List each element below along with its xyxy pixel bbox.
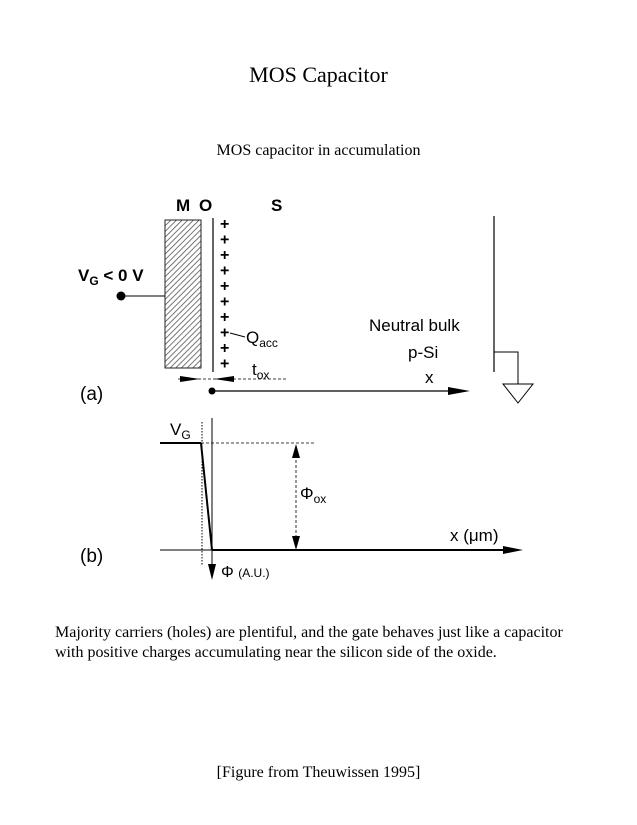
label-oxide: O (199, 196, 212, 215)
panel-b: VG Φox x (μm) (b) Φ (A.U.) (80, 418, 523, 581)
phi-axis-label: Φ (A.U.) (221, 564, 270, 581)
thickness-arrow-left (214, 376, 234, 382)
positive-charge: + (220, 232, 229, 249)
label-semiconductor: S (271, 196, 282, 215)
potential-axis-arrow (208, 564, 216, 580)
panel-b-label: (b) (80, 546, 103, 567)
x-axis-arrow-b (503, 546, 523, 554)
positive-charge: + (220, 325, 229, 342)
page-title: MOS Capacitor (249, 62, 388, 87)
panel-a-label: (a) (80, 384, 103, 405)
positive-charge: + (220, 278, 229, 295)
x-um-label: x (μm) (450, 526, 499, 545)
metal-gate (164, 219, 202, 369)
x-axis-label: x (425, 368, 434, 387)
positive-charge: + (220, 309, 229, 326)
positive-charge: + (220, 340, 229, 357)
oxide-potential-drop (200, 442, 213, 551)
positive-charge: + (220, 356, 229, 373)
phi-ox-arrow-up (292, 444, 300, 458)
charge-leader-line (229, 332, 246, 338)
phi-ox-label: Φox (300, 484, 326, 506)
x-axis-arrow (448, 387, 470, 395)
label-metal: M (176, 196, 190, 215)
charge-label: Qacc (246, 328, 278, 350)
positive-charge: + (220, 263, 229, 280)
positive-charge: + (220, 247, 229, 264)
thickness-arrow-right (180, 376, 200, 382)
ground-icon (501, 383, 535, 404)
figure-source-caption: [Figure from Theuwissen 1995] (216, 764, 421, 781)
vg-level-label: VG (170, 420, 191, 442)
figure-subtitle: MOS capacitor in accumulation (216, 142, 421, 159)
panel-a: M O S ++++++++++ VG < 0 V Qacc tox (a) N… (78, 196, 535, 405)
positive-charge: + (220, 216, 229, 233)
p-si-label: p-Si (408, 343, 438, 362)
positive-charge: + (220, 294, 229, 311)
oxide-thickness-label: tox (252, 360, 269, 382)
gate-voltage-label: VG < 0 V (78, 266, 144, 288)
neutral-bulk-label: Neutral bulk (369, 316, 460, 335)
description-paragraph: Majority carriers (holes) are plentiful,… (55, 624, 563, 661)
ground-wire (494, 351, 519, 384)
phi-ox-arrow-down (292, 536, 300, 550)
accumulated-charges: ++++++++++ (220, 216, 229, 373)
